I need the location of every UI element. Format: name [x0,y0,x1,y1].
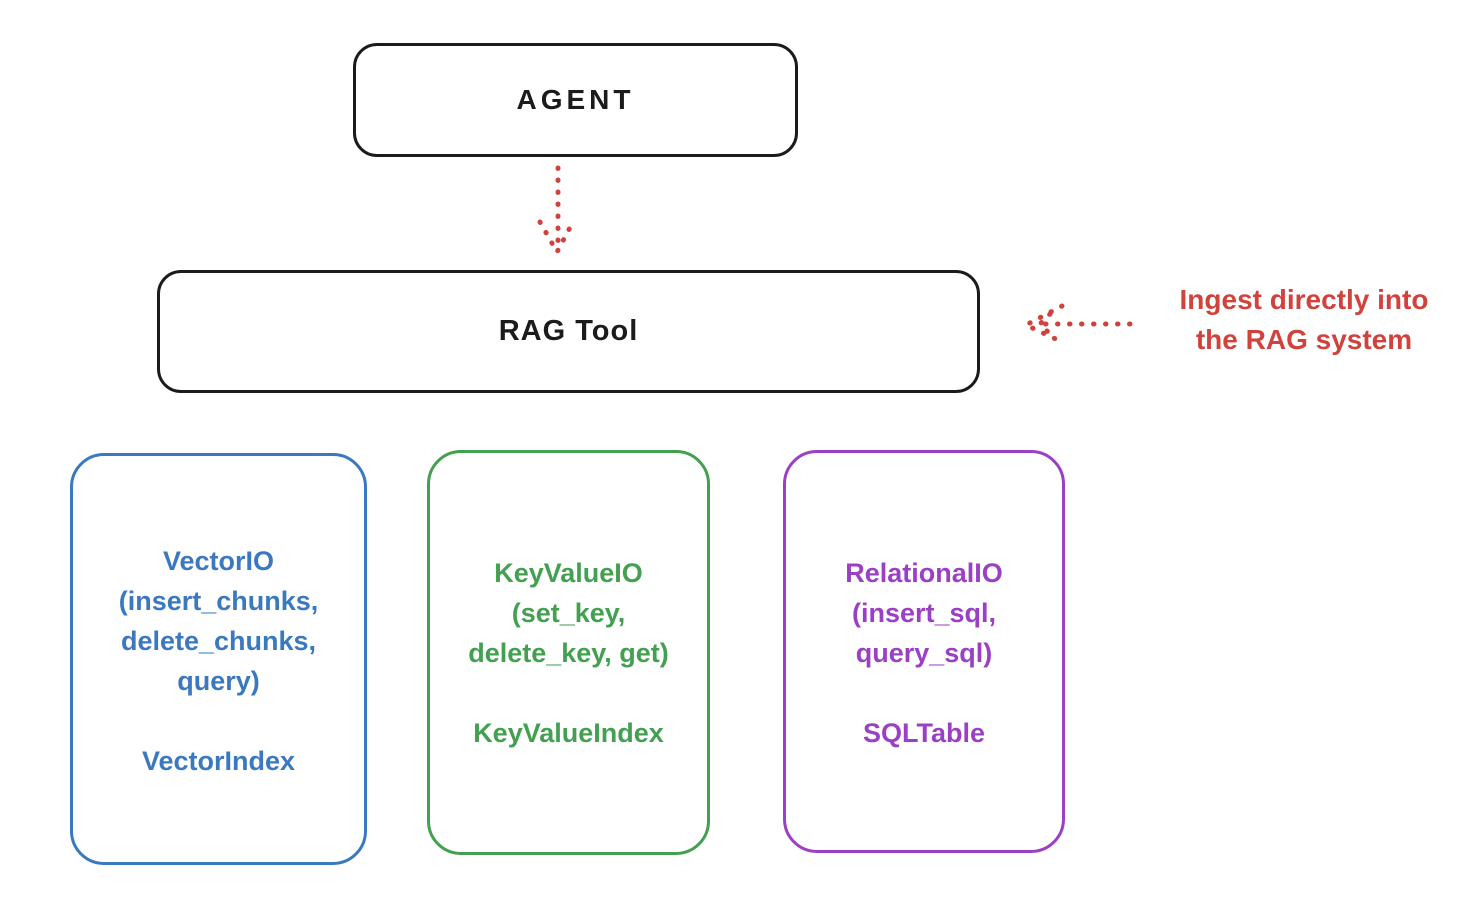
rag-tool-node-label: RAG Tool [498,315,639,347]
node-text-line: delete_chunks, [120,626,317,656]
arrow-ingest-into-rag-tool [1020,303,1133,344]
node-text-line: (insert_sql, [851,598,997,628]
vector-io-text: VectorIO (insert_chunks, delete_chunks, … [73,541,364,781]
relational-io-text: RelationalIO (insert_sql, query_sql) SQL… [786,553,1062,753]
line-gap [430,673,707,713]
node-text-line: (insert_chunks, [118,586,319,616]
node-text-line: (set_key, [511,598,626,628]
node-text-line: RelationalIO [845,558,1003,588]
key-value-index-label: KeyValueIndex [473,718,664,748]
node-text-line: query) [177,666,260,696]
annotation-line: Ingest directly into [1179,284,1429,315]
sql-table-label: SQLTable [862,718,985,748]
line-gap [73,701,364,741]
arrow-agent-to-rag-tool [537,165,577,258]
annotation-line: the RAG system [1195,324,1413,355]
line-gap [786,673,1062,713]
node-text-line: KeyValueIO [494,558,643,588]
ingest-annotation: Ingest directly into the RAG system [1138,280,1470,360]
node-text-line: delete_key, get) [468,638,669,668]
node-text-line: query_sql) [855,638,993,668]
node-text-line: VectorIO [162,546,275,576]
key-value-io-text: KeyValueIO (set_key, delete_key, get) Ke… [430,553,707,753]
vector-io-node: VectorIO (insert_chunks, delete_chunks, … [70,453,367,865]
agent-node: AGENT [353,43,798,157]
agent-node-label: AGENT [516,84,635,115]
rag-tool-node: RAG Tool [157,270,980,393]
vector-index-label: VectorIndex [141,746,296,776]
relational-io-node: RelationalIO (insert_sql, query_sql) SQL… [783,450,1065,853]
key-value-io-node: KeyValueIO (set_key, delete_key, get) Ke… [427,450,710,855]
